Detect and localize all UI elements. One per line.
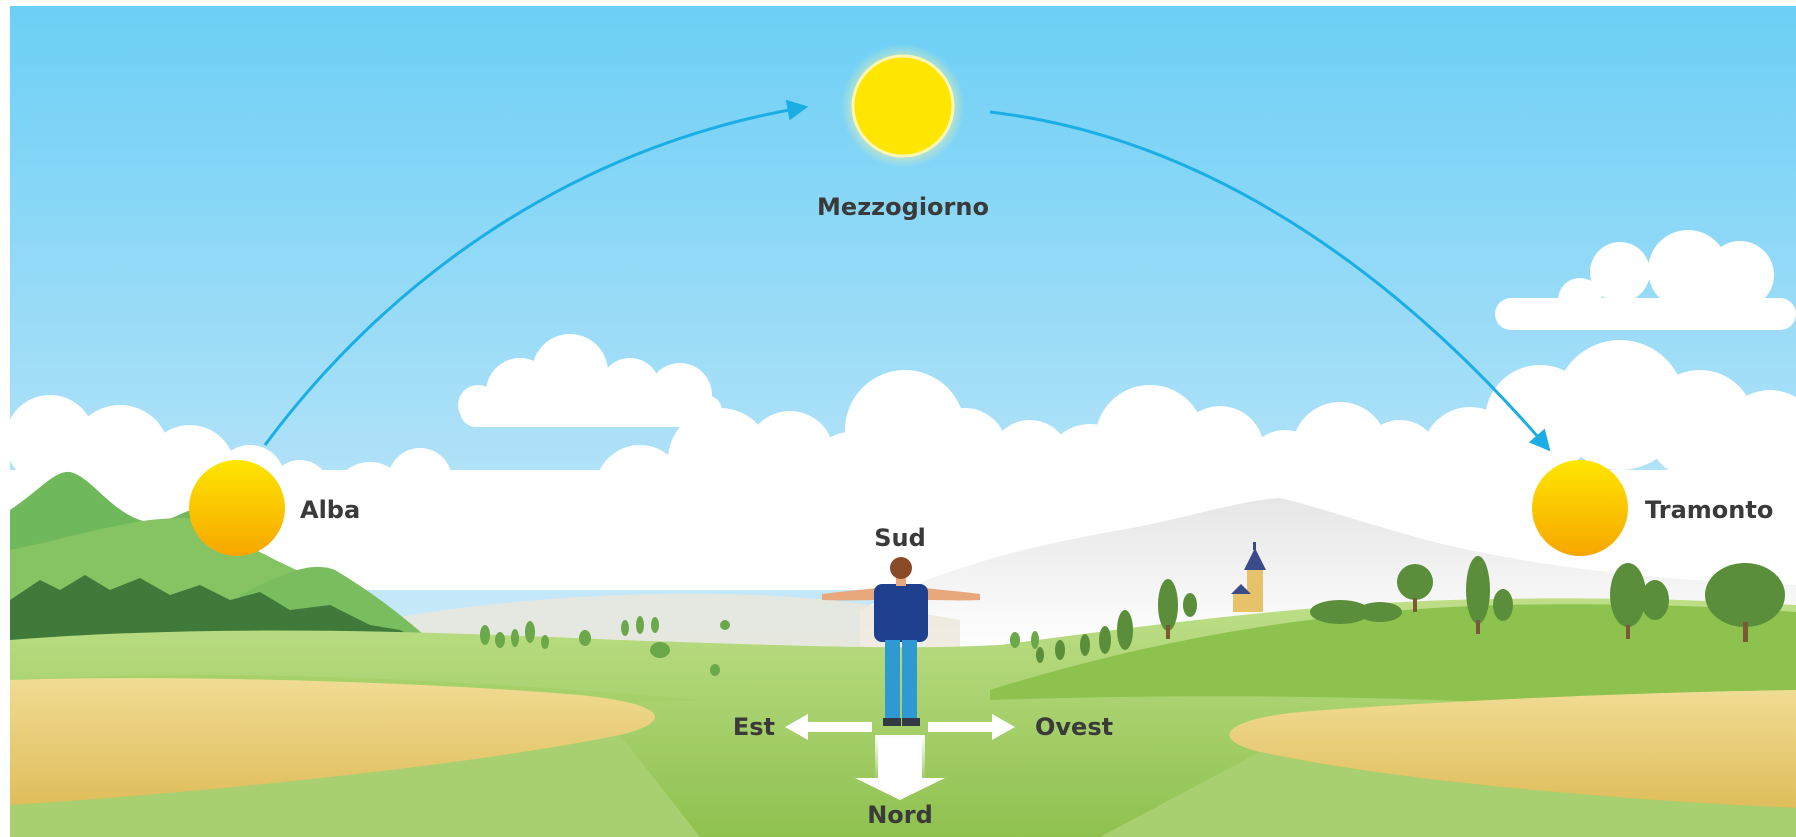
cloud-bank <box>5 340 1796 590</box>
label-south: Sud <box>874 524 926 552</box>
church-icon <box>1231 542 1266 612</box>
sun-icon-noon <box>841 44 965 168</box>
sun-icon-sunrise <box>189 460 285 556</box>
label-sunset: Tramonto <box>1645 496 1773 524</box>
valley-trees <box>480 616 1039 676</box>
field-left <box>10 678 655 805</box>
north-arrow <box>855 738 945 800</box>
label-east: Est <box>733 713 775 741</box>
cloud-right-top <box>1495 230 1796 330</box>
west-arrow <box>928 714 1015 740</box>
label-north: Nord <box>867 801 933 829</box>
field-right <box>1229 690 1796 808</box>
sun-path-arc-rising <box>263 99 809 446</box>
east-arrow <box>785 714 872 740</box>
clouds <box>5 230 1796 590</box>
label-noon: Mezzogiorno <box>817 193 989 221</box>
compass-arrows <box>785 714 1015 800</box>
sun-path-arc-setting <box>989 110 1551 452</box>
label-sunrise: Alba <box>300 496 360 524</box>
cloud-small-center <box>458 334 722 427</box>
sun-icon-sunset <box>1532 460 1628 556</box>
label-west: Ovest <box>1035 713 1113 741</box>
person-figure <box>822 557 980 726</box>
right-trees <box>1036 556 1785 663</box>
